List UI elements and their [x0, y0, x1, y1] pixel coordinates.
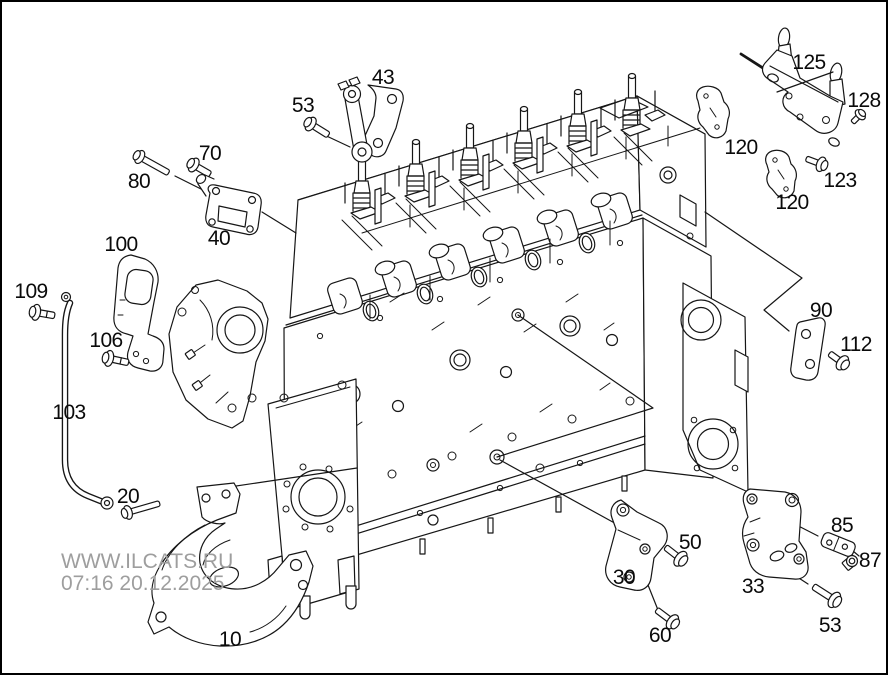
callout-100[interactable]: 100: [104, 233, 138, 256]
head-front-face-detail: [316, 119, 653, 340]
callout-120-b[interactable]: 120: [775, 191, 809, 214]
callout-80[interactable]: 80: [128, 170, 151, 193]
watermark-site: WWW.ILCATS.RU: [61, 550, 234, 573]
callout-106[interactable]: 106: [89, 329, 123, 352]
part-drawing-bracket-43: [337, 76, 404, 163]
part-drawing-bolt-106: [101, 349, 130, 367]
engine-block-assembly-drawing: [267, 72, 749, 620]
callout-53-bottom[interactable]: 53: [819, 614, 842, 637]
callout-112[interactable]: 112: [840, 333, 872, 356]
callout-90[interactable]: 90: [810, 299, 833, 322]
injector-units: [344, 72, 666, 220]
part-drawing-bolt-80: [132, 149, 170, 176]
callout-123[interactable]: 123: [823, 169, 857, 192]
part-drawing-bolt-60: [654, 607, 681, 630]
part-drawing-bolt-128: [850, 108, 867, 125]
part-drawing-plate-90: [790, 317, 826, 381]
part-drawing-bolt-123: [805, 155, 829, 173]
block-front-face-detail: [284, 220, 646, 576]
part-drawing-console-bracket: [168, 279, 269, 429]
part-drawing-housing-40: [195, 173, 262, 236]
part-drawing-bolt-112: [827, 351, 851, 371]
part-drawing-bracket-125: [761, 27, 846, 147]
callout-120-a[interactable]: 120: [724, 136, 758, 159]
callout-50[interactable]: 50: [679, 531, 702, 554]
callout-109[interactable]: 109: [14, 280, 48, 303]
callout-30[interactable]: 30: [613, 566, 636, 589]
part-drawing-pipe-103: [60, 291, 114, 510]
callout-43[interactable]: 43: [372, 66, 395, 89]
callout-70[interactable]: 70: [199, 142, 222, 165]
callout-125[interactable]: 125: [792, 51, 826, 74]
part-drawing-bracket-33: [742, 488, 809, 580]
callout-60[interactable]: 60: [649, 624, 672, 647]
callout-85[interactable]: 85: [831, 514, 854, 537]
part-drawing-bolt-53-bottom: [811, 583, 843, 609]
part-drawing-bolt-53-top: [303, 116, 331, 138]
callout-33[interactable]: 33: [742, 575, 765, 598]
callout-labels: 80 70 53 43 40 100 109 106 103 20 10 125…: [14, 51, 881, 651]
part-drawing-nut-87: [841, 554, 859, 571]
callout-10[interactable]: 10: [219, 628, 242, 651]
part-drawing-plate-85: [820, 532, 856, 557]
callout-87[interactable]: 87: [859, 549, 882, 572]
watermark-timestamp: 07:16 20.12.2025: [61, 572, 225, 595]
part-drawing-bolt-109: [28, 303, 56, 321]
callout-20[interactable]: 20: [117, 485, 140, 508]
part-drawing-gasket-120-a: [696, 85, 730, 139]
part-drawing-bracket-30: [605, 499, 668, 591]
callout-53-top[interactable]: 53: [292, 94, 315, 117]
callout-40[interactable]: 40: [208, 227, 231, 250]
part-drawing-bolt-70: [186, 157, 212, 178]
part-drawing-bracket-10: [147, 482, 314, 647]
part-drawing-gasket-120-b: [765, 149, 797, 199]
watermark: WWW.ILCATS.RU 07:16 20.12.2025: [61, 551, 233, 595]
part-drawing-bracket-100: [113, 254, 165, 372]
part-drawing-bolt-20: [120, 500, 161, 520]
callout-103[interactable]: 103: [52, 401, 86, 424]
part-drawing-bolt-50: [663, 544, 689, 567]
callout-128[interactable]: 128: [847, 89, 881, 112]
timing-case-detail: [267, 378, 360, 620]
